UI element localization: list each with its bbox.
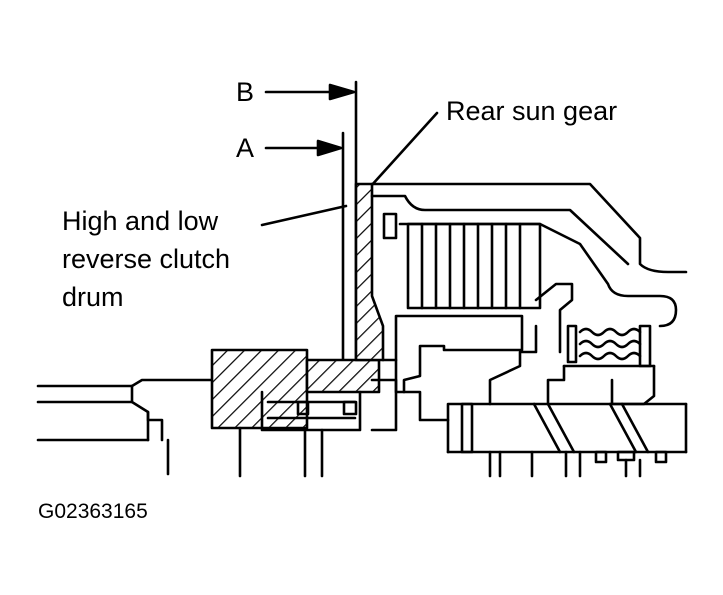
arrow-a-head xyxy=(316,139,343,157)
label-rear-sun-gear: Rear sun gear xyxy=(446,96,618,126)
planetary-gear-section xyxy=(446,402,688,478)
hatched-hub-right xyxy=(305,358,381,394)
label-drum-line-2: reverse clutch xyxy=(62,244,231,274)
leader-rear-sun-gear xyxy=(369,111,439,188)
label-b: B xyxy=(236,77,255,107)
hub-lower-outline xyxy=(260,390,362,432)
leader-clutch-drum xyxy=(260,204,348,227)
clutch-drum-wall xyxy=(354,182,385,362)
label-drum-line-1: High and low xyxy=(62,206,219,236)
hatched-hub-left xyxy=(210,348,309,430)
clutch-plate-pack xyxy=(406,222,542,310)
label-a: A xyxy=(236,133,255,163)
label-drum-line-3: drum xyxy=(62,282,124,312)
return-spring xyxy=(562,324,656,368)
arrow-b-head xyxy=(328,83,356,101)
figure-code: G02363165 xyxy=(38,500,148,523)
piston xyxy=(394,314,524,394)
output-shaft xyxy=(36,378,214,476)
rear-sun-gear-housing xyxy=(370,182,688,274)
